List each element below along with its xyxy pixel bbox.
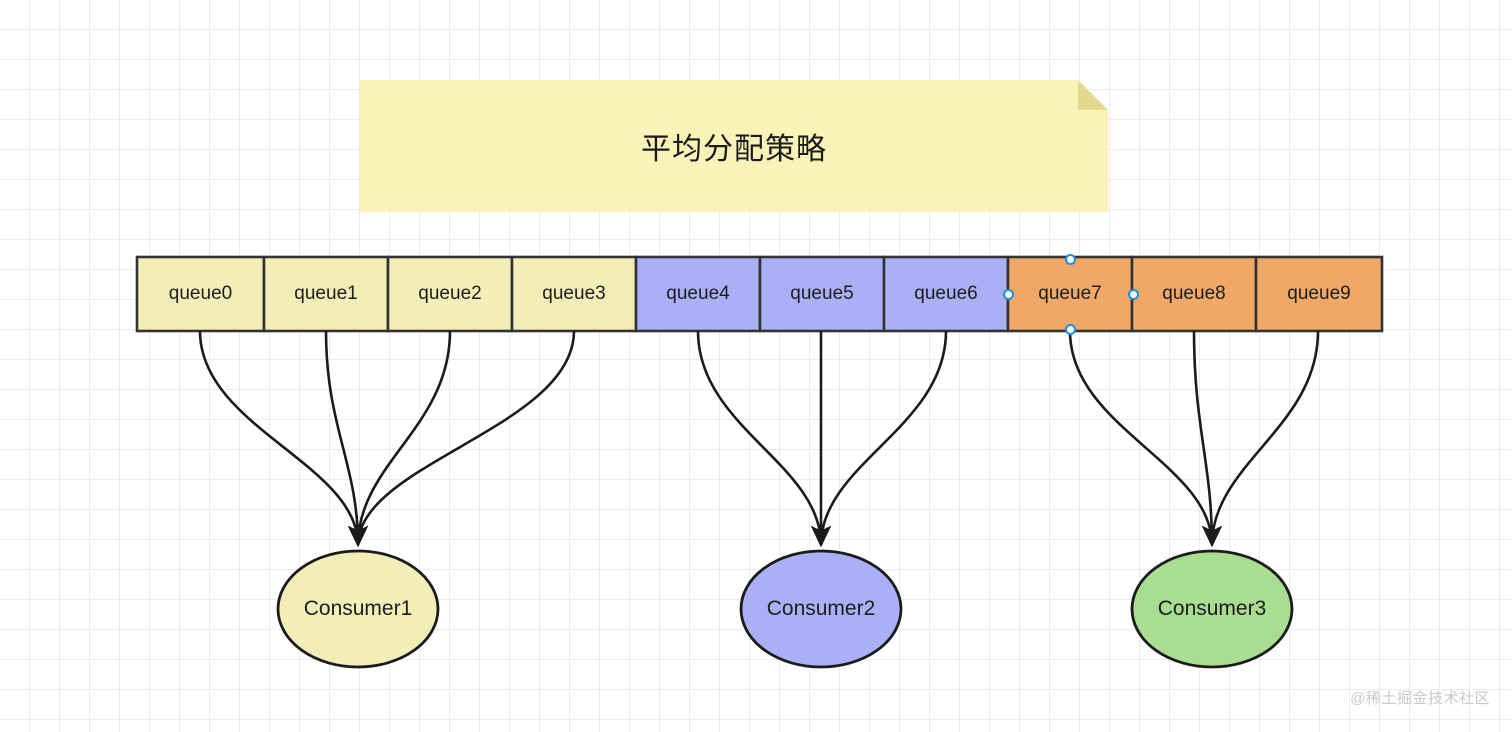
edge-queue0-to-Consumer1 [198,330,369,548]
edge-queue3-to-Consumer1 [347,330,576,548]
edge-queue8-to-Consumer3 [1192,330,1223,548]
consumer-node-Consumer3[interactable] [1130,549,1294,669]
edge-queue9-to-Consumer3 [1201,330,1320,548]
queue-box-queue0[interactable] [135,255,266,333]
resize-handle-left[interactable] [1002,288,1014,300]
queue-box-queue6[interactable] [882,255,1010,333]
edge-queue7-to-Consumer3 [1068,330,1223,548]
queue-box-queue1[interactable] [262,255,390,333]
queue-box-queue7[interactable] [1006,255,1134,333]
edge-queue6-to-Consumer2 [810,330,948,548]
edge-queue1-to-Consumer1 [324,330,369,548]
queue-box-queue2[interactable] [386,255,514,333]
queue-box-queue4[interactable] [634,255,762,333]
resize-handle-top[interactable] [1064,253,1076,265]
consumer-node-Consumer1[interactable] [276,549,440,669]
queue-box-queue5[interactable] [758,255,886,333]
queue-box-queue8[interactable] [1130,255,1258,333]
resize-handle-right[interactable] [1127,288,1139,300]
note-fold-corner [1078,80,1108,110]
edge-queue4-to-Consumer2 [696,330,832,548]
queue-box-group[interactable] [135,255,1384,333]
resize-handle-bottom[interactable] [1064,323,1076,335]
consumer-shape-group[interactable] [276,549,1294,669]
edge-queue2-to-Consumer1 [347,330,452,548]
note-body [360,80,1108,212]
queue-box-queue3[interactable] [510,255,638,333]
consumer-node-Consumer2[interactable] [739,549,903,669]
edge-group [198,330,1320,548]
queue-box-queue9[interactable] [1254,255,1384,333]
title-note[interactable] [360,80,1108,212]
